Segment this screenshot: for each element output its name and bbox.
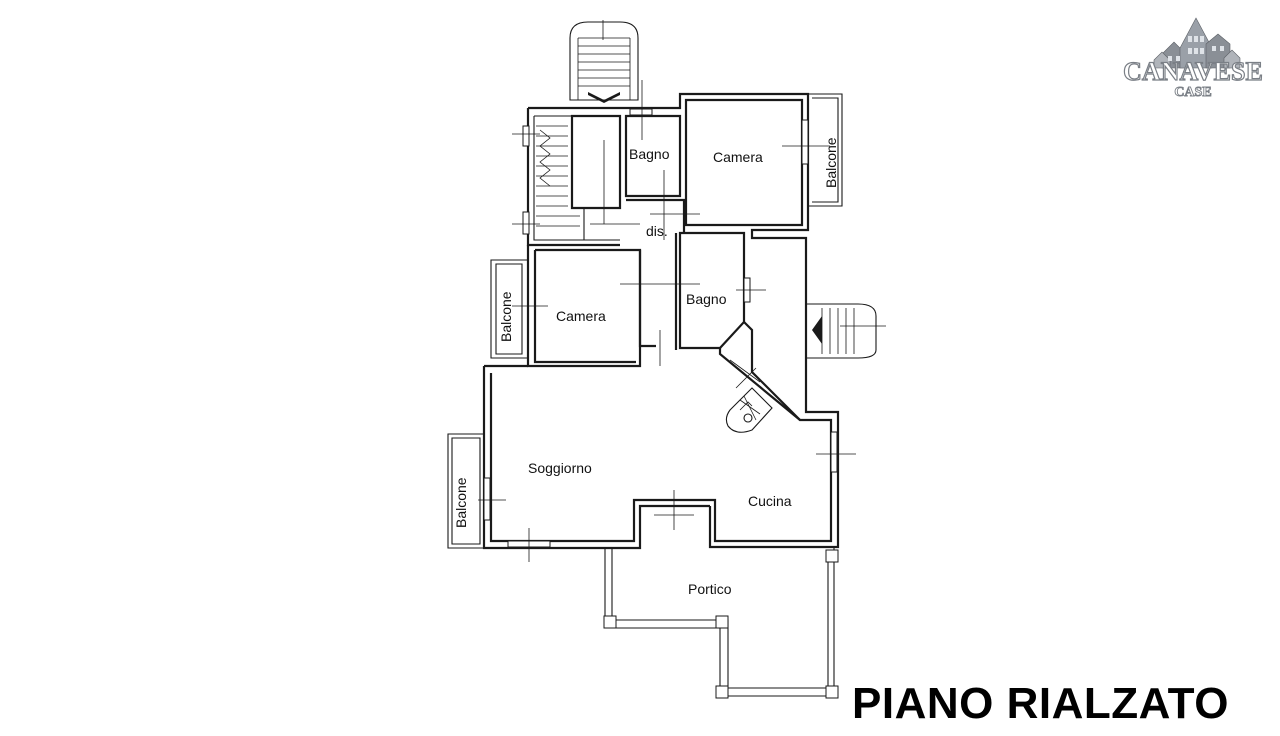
- external-stair-right: [805, 303, 877, 359]
- internal-stair: [536, 125, 580, 227]
- label-camera-top: Camera: [713, 149, 763, 165]
- canavese-case-logo: CANAVESE CASE: [1123, 17, 1263, 100]
- floor-title: PIANO RIALZATO: [852, 679, 1229, 728]
- label-balcone-bottom-left: Balcone: [453, 477, 469, 528]
- label-balcone-left: Balcone: [498, 291, 514, 342]
- label-balcone-top-right: Balcone: [823, 137, 839, 188]
- label-bagno-mid: Bagno: [686, 291, 727, 307]
- label-dis: dis.: [646, 223, 668, 239]
- label-cucina: Cucina: [748, 493, 792, 509]
- interior-walls: [533, 114, 801, 421]
- logo-sub: CASE: [1174, 85, 1211, 100]
- openings: [478, 80, 886, 562]
- portico: [603, 548, 839, 699]
- external-stair-top: [569, 20, 639, 103]
- label-camera-left: Camera: [556, 308, 606, 324]
- spiral-stair: [725, 387, 773, 433]
- label-bagno-top: Bagno: [629, 146, 670, 162]
- exterior-walls: [447, 92, 843, 550]
- label-portico: Portico: [688, 581, 732, 597]
- label-soggiorno: Soggiorno: [528, 460, 592, 476]
- logo-name: CANAVESE: [1123, 57, 1263, 86]
